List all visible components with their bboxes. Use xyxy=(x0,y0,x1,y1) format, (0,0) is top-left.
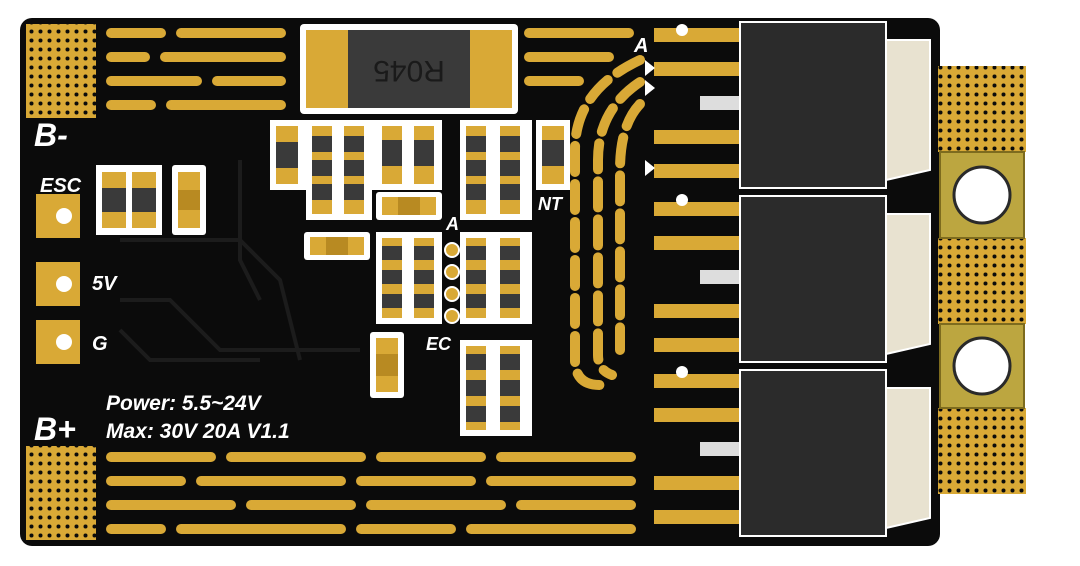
battery-pads xyxy=(26,24,96,540)
mosfet-pins xyxy=(654,24,744,524)
label-a-mid: A xyxy=(445,214,459,234)
label-power: Power: 5.5~24V xyxy=(106,392,263,415)
label-5v: 5V xyxy=(92,273,118,295)
faint-traces xyxy=(118,160,360,362)
bottom-copper-traces xyxy=(106,452,636,534)
label-b-minus: B- xyxy=(34,117,68,153)
label-b-plus: B+ xyxy=(34,411,76,447)
mosfets xyxy=(739,21,931,537)
top-copper-traces xyxy=(106,28,634,110)
curved-traces xyxy=(570,55,645,390)
signal-pads xyxy=(36,194,80,364)
orientation-markers xyxy=(645,60,655,176)
smd-components xyxy=(96,120,570,436)
label-esc: ESC xyxy=(40,175,82,197)
motor-pads xyxy=(938,66,1026,494)
label-nt: NT xyxy=(538,194,564,214)
shunt-resistor xyxy=(300,24,518,114)
label-ground: G xyxy=(92,333,108,355)
shunt-label: R045 xyxy=(373,54,445,87)
label-a-top: A xyxy=(633,35,648,57)
label-ec: EC xyxy=(426,334,452,354)
label-max: Max: 30V 20A V1.1 xyxy=(106,420,290,443)
